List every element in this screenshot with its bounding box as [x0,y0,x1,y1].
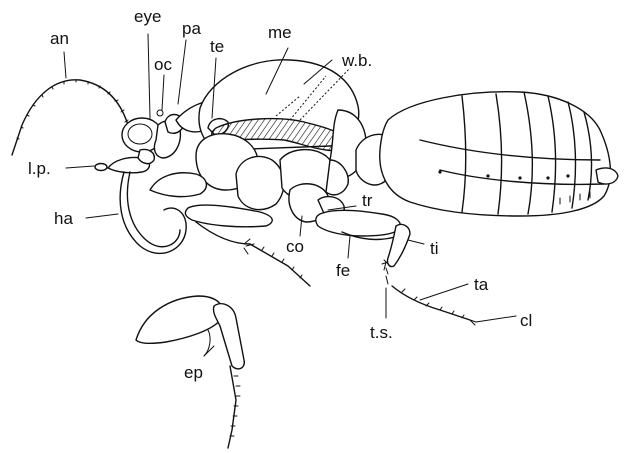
label-te: te [210,37,224,56]
label-co: co [286,237,304,256]
label-fe: fe [336,261,350,280]
label-me: me [268,23,292,42]
label-wb: w.b. [341,51,372,70]
label-ts: t.s. [370,323,393,342]
label-lp: l.p. [28,159,51,178]
label-ha: ha [54,209,73,228]
label-ti: ti [430,239,439,258]
label-ep: ep [184,363,203,382]
label-eye: eye [134,7,161,26]
abdomen [380,92,618,216]
label-an: an [50,29,69,48]
antenna [12,80,128,155]
label-tr: tr [362,191,373,210]
label-oc: oc [154,55,172,74]
label-pa: pa [182,19,201,38]
thorax [176,60,393,222]
label-ta: ta [474,275,489,294]
label-cl: cl [520,311,532,330]
